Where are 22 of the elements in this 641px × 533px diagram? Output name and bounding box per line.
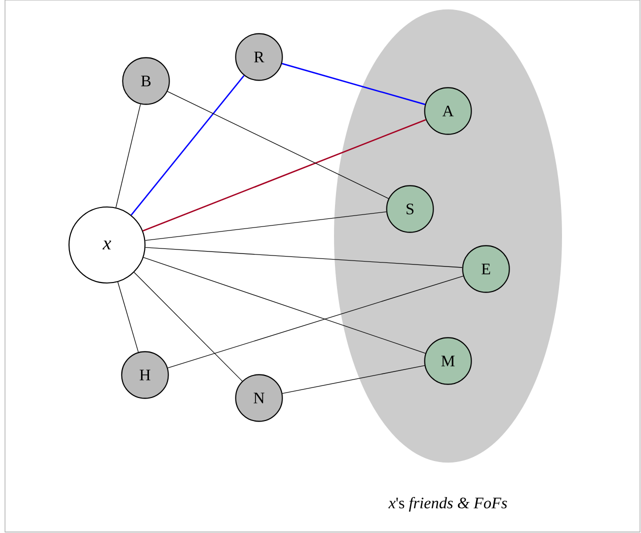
edge-line: [282, 62, 426, 106]
friend-node: H: [121, 351, 169, 399]
edge-line: [144, 211, 387, 241]
friend-node: R: [235, 33, 283, 81]
fof-node: M: [424, 337, 472, 385]
fof-node: S: [386, 185, 434, 233]
edge-line: [130, 75, 245, 216]
edge-line: [142, 119, 426, 232]
friend-node: B: [122, 57, 170, 105]
edge-line: [145, 247, 463, 268]
edge-line: [167, 276, 464, 368]
fof-node: E: [462, 245, 510, 293]
ego-node: x: [68, 206, 146, 284]
fof-node: A: [424, 87, 472, 135]
edge-line: [143, 257, 426, 354]
edge-line: [134, 272, 243, 382]
friend-node: N: [235, 374, 283, 422]
edge-line: [116, 104, 141, 208]
edge-line: [117, 282, 139, 352]
edge-line: [282, 365, 425, 394]
edge-line: [167, 91, 389, 199]
node-label: x's friends & FoFs: [388, 496, 507, 512]
